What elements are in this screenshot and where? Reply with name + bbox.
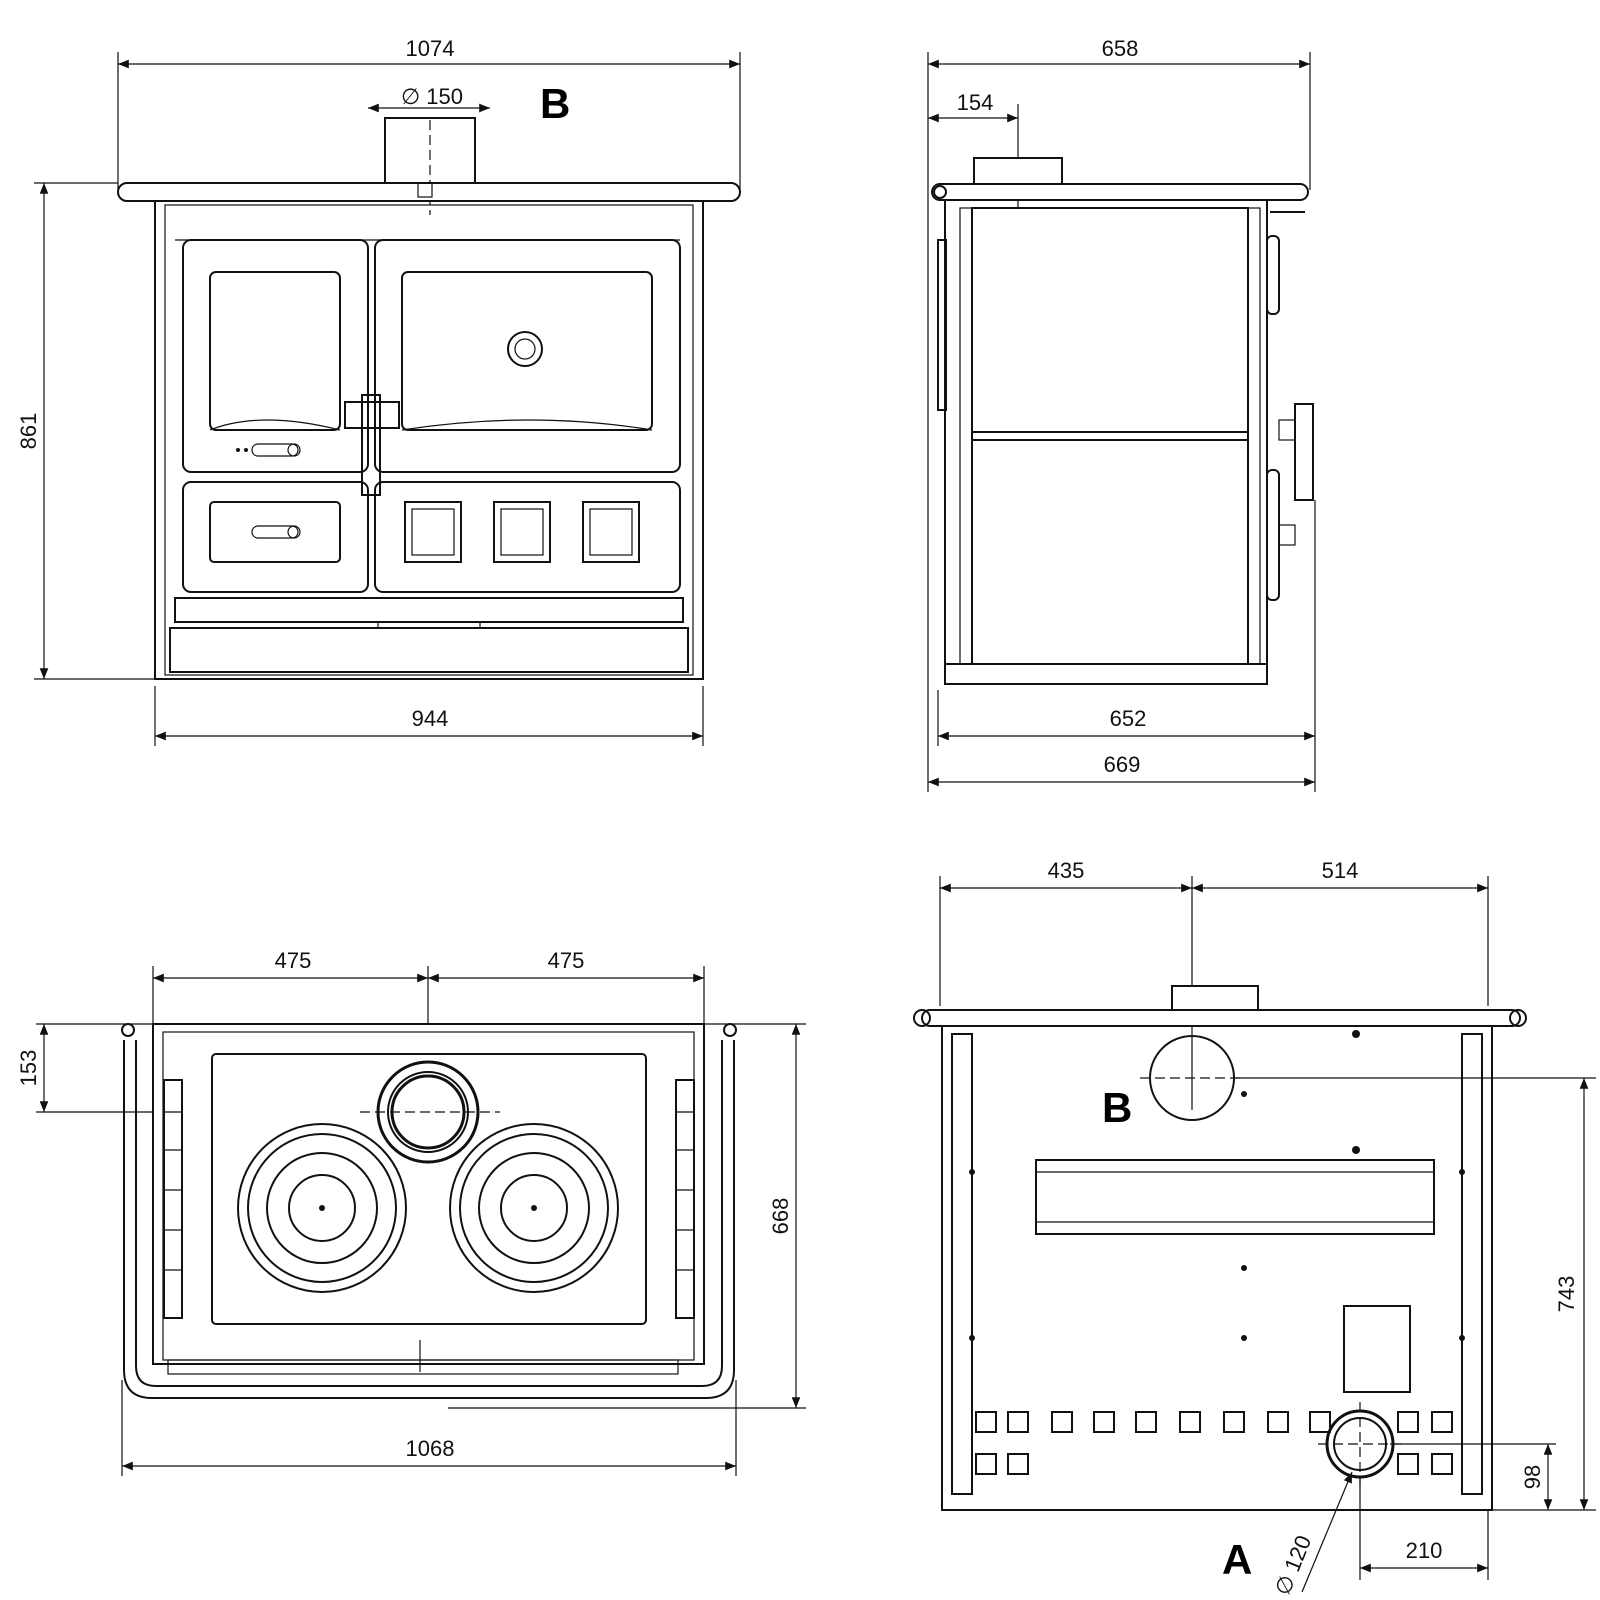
side-panel	[944, 199, 1268, 685]
flue-outlet-label-b: B	[540, 80, 570, 127]
flue-from-back-label: 153	[16, 1050, 41, 1087]
side-view: 658 154 652 669	[927, 36, 1316, 792]
firebox-window	[209, 271, 341, 431]
cooktop-edge	[117, 182, 741, 202]
thermometer-icon	[507, 331, 543, 367]
height-label: 861	[16, 413, 41, 450]
top-depth-label: 668	[768, 1198, 793, 1235]
front-view: 1074 ∅ 150 B	[16, 36, 741, 746]
inlet-diameter-label: ∅ 120	[1270, 1532, 1316, 1599]
inspection-hatch	[1343, 1305, 1411, 1393]
rear-flue-label-b: B	[1102, 1084, 1132, 1131]
left-half-width-label: 475	[275, 948, 312, 973]
rear-panel	[941, 1025, 1493, 1511]
hotplate-area	[211, 1053, 647, 1325]
flue-to-right-label: 514	[1322, 858, 1359, 883]
right-half-width-label: 475	[548, 948, 585, 973]
oven-window	[401, 271, 653, 431]
overall-width-label: 1074	[406, 36, 455, 61]
ash-drawer	[182, 481, 369, 593]
side-handle	[1294, 403, 1314, 501]
base-width-label: 944	[412, 706, 449, 731]
flue-diameter-label: ∅ 150	[401, 84, 463, 109]
side-depth-label: 658	[1102, 36, 1139, 61]
firebox-door	[182, 239, 369, 473]
body-depth-label: 652	[1110, 706, 1147, 731]
rear-view: 435 514 B	[913, 858, 1596, 1599]
inlet-height-label: 98	[1520, 1465, 1545, 1489]
oven-door	[374, 239, 681, 473]
door-handle	[361, 394, 381, 496]
inlet-offset-label: 210	[1406, 1538, 1443, 1563]
cooktop-plate	[152, 1023, 705, 1365]
top-view: 475 475 153	[16, 948, 806, 1476]
side-flue-stub	[973, 157, 1063, 185]
air-inlet-label-a: A	[1222, 1536, 1252, 1583]
left-to-flue-label: 435	[1048, 858, 1085, 883]
left-hob-rings	[237, 1123, 407, 1293]
access-panel	[1035, 1159, 1435, 1235]
flue-offset-label: 154	[957, 90, 994, 115]
vent-row	[975, 1411, 1453, 1475]
right-hob-rings	[449, 1123, 619, 1293]
upper-flue-height-label: 743	[1554, 1276, 1579, 1313]
total-depth-label: 669	[1104, 752, 1141, 777]
top-width-label: 1068	[406, 1436, 455, 1461]
